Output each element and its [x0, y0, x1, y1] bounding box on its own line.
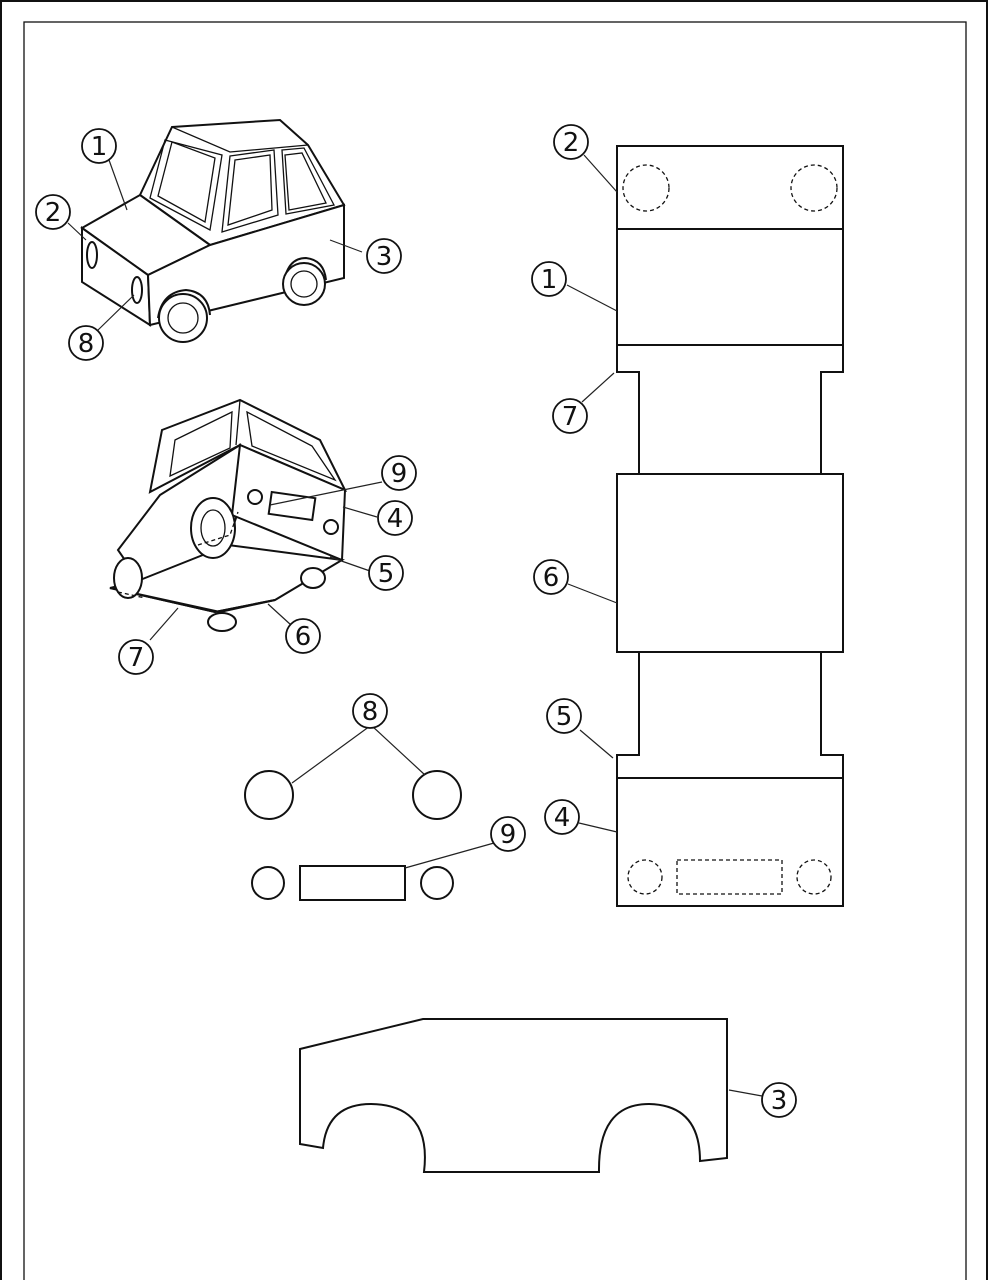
svg-text:1: 1	[91, 132, 108, 162]
leader-lines	[67, 154, 763, 1097]
side-panel-part	[299, 1018, 728, 1173]
headlight-parts	[244, 770, 462, 820]
body-net	[616, 145, 844, 907]
svg-text:4: 4	[387, 504, 404, 534]
svg-text:3: 3	[376, 242, 393, 272]
callout-5-net: 5	[546, 698, 582, 734]
callout-6-net: 6	[533, 559, 569, 595]
callout-5-underside: 5	[368, 555, 404, 591]
callout-1-net: 1	[531, 261, 567, 297]
svg-text:9: 9	[391, 459, 408, 489]
callout-3-car: 3	[366, 238, 402, 274]
callout-9-underside: 9	[381, 455, 417, 491]
callout-2-car: 2	[35, 194, 71, 230]
callout-2-net: 2	[553, 124, 589, 160]
svg-text:6: 6	[295, 622, 312, 652]
svg-text:6: 6	[543, 563, 560, 593]
svg-text:1: 1	[541, 265, 558, 295]
callout-9-parts: 9	[490, 816, 526, 852]
callout-8-car: 8	[68, 325, 104, 361]
svg-text:4: 4	[554, 803, 571, 833]
svg-text:5: 5	[556, 702, 573, 732]
svg-text:7: 7	[128, 643, 145, 673]
callout-7-net: 7	[552, 398, 588, 434]
callout-4-underside: 4	[377, 500, 413, 536]
callout-4-net: 4	[544, 799, 580, 835]
rear-light-parts	[251, 865, 454, 901]
svg-text:9: 9	[500, 820, 517, 850]
svg-text:2: 2	[45, 198, 62, 228]
inner-border	[23, 21, 967, 1280]
svg-text:8: 8	[78, 329, 95, 359]
svg-text:2: 2	[563, 128, 580, 158]
callout-8-parts: 8	[352, 693, 388, 729]
svg-text:8: 8	[362, 697, 379, 727]
car-underside-view	[109, 398, 348, 632]
svg-text:3: 3	[771, 1086, 788, 1116]
svg-text:7: 7	[562, 402, 579, 432]
svg-text:5: 5	[378, 559, 395, 589]
callout-1-car: 1	[81, 128, 117, 164]
callout-6-underside: 6	[285, 618, 321, 654]
car-front-view	[80, 118, 346, 343]
callout-7-underside: 7	[118, 639, 154, 675]
callout-3-side: 3	[761, 1082, 797, 1118]
